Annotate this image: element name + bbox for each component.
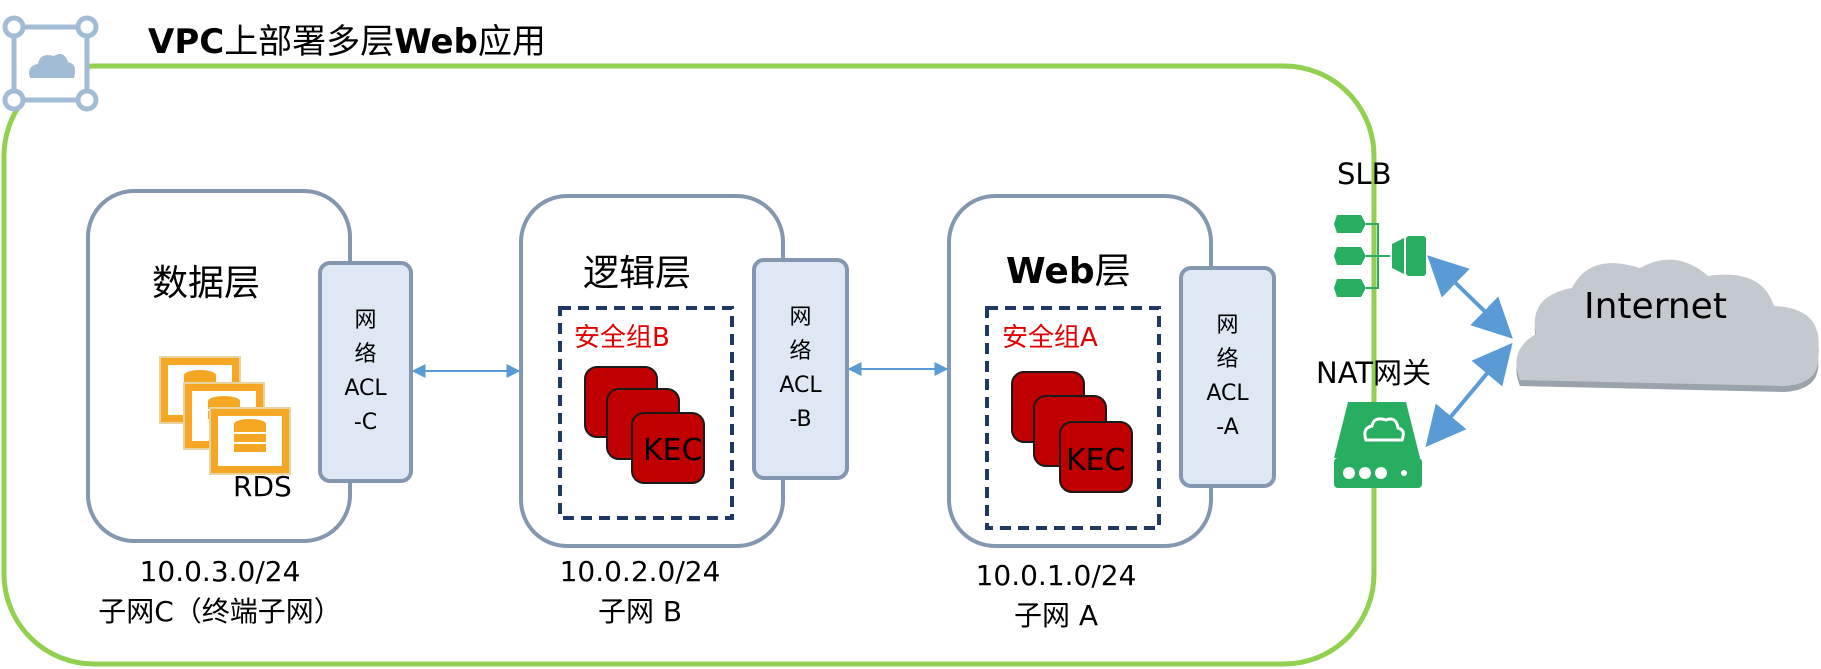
diagram-title: VPC上部署多层Web应用 — [148, 14, 546, 63]
slb-label: SLB — [1337, 157, 1392, 191]
web-tier-title-part-1: Web — [1006, 251, 1095, 292]
security-group-b-box — [558, 306, 734, 520]
slb-icon — [1334, 215, 1426, 297]
title-part-4: 应用 — [477, 22, 546, 62]
acl-b-line-4: -B — [789, 407, 812, 432]
security-group-b-label: 安全组B — [574, 323, 670, 353]
acl-a-line-4: -A — [1216, 415, 1239, 440]
acl-a-line-1: 网 — [1216, 313, 1239, 338]
web-tier-title-part-2: 层 — [1094, 251, 1131, 292]
kec-a-label: KEC — [1066, 443, 1126, 478]
web-tier-title: Web层 — [1006, 242, 1131, 294]
rds-label: RDS — [233, 470, 292, 503]
subnet-a-label: 10.0.1.0/24 子网 A — [926, 556, 1186, 636]
acl-c-line-1: 网 — [354, 308, 377, 333]
subnet-a-name: 子网 A — [1013, 599, 1099, 632]
subnet-a-cidr: 10.0.1.0/24 — [975, 559, 1137, 592]
arrow-slb-internet — [1427, 255, 1513, 339]
subnet-b-cidr: 10.0.2.0/24 — [559, 555, 721, 588]
data-tier-title: 数据层 — [152, 263, 261, 304]
subnet-b-label: 10.0.2.0/24 子网 B — [510, 552, 770, 632]
kec-instances-b-icon — [584, 366, 705, 484]
security-group-a-label: 安全组A — [1002, 323, 1098, 353]
vpc-icon — [2, 15, 99, 112]
subnet-c-name: 子网C（终端子网） — [98, 595, 342, 628]
kec-instances-a-icon — [1011, 371, 1133, 493]
rds-icon — [159, 356, 291, 475]
subnet-c-label: 10.0.3.0/24 子网C（终端子网） — [70, 552, 370, 632]
logic-tier-title: 逻辑层 — [583, 253, 692, 294]
acl-a-line-2: 络 — [1216, 347, 1239, 372]
acl-b-line-2: 络 — [789, 339, 812, 364]
acl-a-line-3: ACL — [1206, 381, 1249, 406]
title-part-2: 上部署多层 — [224, 22, 395, 62]
acl-c-box: 网 络 ACL -C — [318, 261, 413, 483]
kec-b-label: KEC — [643, 433, 703, 468]
internet-cloud-icon — [1516, 259, 1819, 392]
acl-c-line-2: 络 — [354, 342, 377, 367]
title-part-1: VPC — [148, 22, 225, 62]
title-part-3: Web — [394, 22, 478, 62]
acl-c-line-4: -C — [353, 410, 378, 435]
acl-b-box: 网 络 ACL -B — [752, 258, 849, 480]
arrow-nat-internet — [1425, 342, 1513, 448]
acl-a-box: 网 络 ACL -A — [1179, 266, 1276, 488]
acl-b-line-1: 网 — [789, 305, 812, 330]
nat-gateway-label: NAT网关 — [1316, 356, 1431, 390]
security-group-a-box — [985, 306, 1161, 530]
subnet-b-name: 子网 B — [597, 595, 683, 628]
acl-b-line-3: ACL — [779, 373, 822, 398]
internet-label: Internet — [1584, 286, 1727, 327]
subnet-c-cidr: 10.0.3.0/24 — [139, 555, 301, 588]
acl-c-line-3: ACL — [344, 376, 387, 401]
vpc-boundary — [1, 63, 1377, 667]
nat-gateway-icon — [1334, 402, 1422, 488]
